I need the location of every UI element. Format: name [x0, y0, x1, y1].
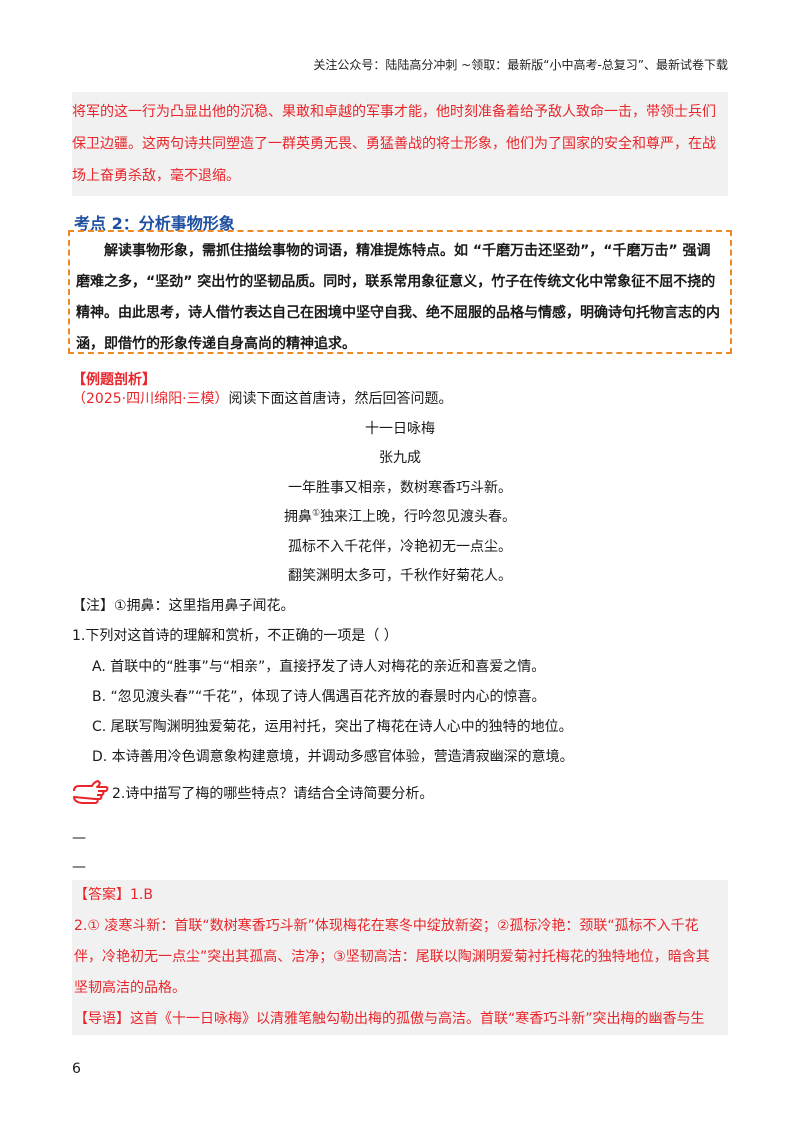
answer-blank: — [72, 859, 86, 875]
option-d: D. 本诗善用冷色调意象构建意境，并调动多感官体验，营造清寂幽深的意境。 [92, 749, 574, 765]
answer-line: 坚韧高洁的品格。 [74, 980, 186, 996]
guide-line: 【导语】这首《十一日咏梅》以清雅笔触勾勒出梅的孤傲与高洁。首联“寒香巧斗新”突出… [72, 1004, 728, 1035]
example-label: 【例题剖析】 [72, 372, 156, 388]
question-2: 2.诗中描写了梅的哪些特点？请结合全诗简要分析。 [72, 778, 433, 808]
example-source-line: （2025·四川绵阳·三模）阅读下面这首唐诗，然后回答问题。 [72, 388, 453, 408]
page-number: 6 [72, 1061, 81, 1077]
answer-blank: — [72, 830, 86, 846]
answer-label: 【答案】1.B [74, 887, 153, 903]
option-a: A. 首联中的“胜事”与“相亲”，直接抒发了诗人对梅花的亲近和喜爱之情。 [92, 659, 546, 675]
section-title: 考点 2：分析事物形象 [74, 214, 235, 233]
poem-author: 张九成 [379, 450, 421, 466]
intro-line: 场上奋勇杀敌，毫不退缩。 [72, 168, 240, 184]
poem-line: 翻笑渊明太多可，千秋作好菊花人。 [288, 568, 512, 584]
answer-line: 伴，冷艳初无一点尘”突出其孤高、洁净；③坚韧高洁：尾联以陶渊明爱菊衬托梅花的独特… [74, 949, 710, 965]
guide-label: 【导语】 [74, 1011, 130, 1027]
method-text: 解读事物形象，需抓住描绘事物的词语，精准提炼特点。如 “千磨万击还坚劲”，“千磨… [76, 243, 720, 352]
question-1-stem: 1.下列对这首诗的理解和赏析，不正确的一项是（ ） [72, 628, 398, 644]
poem-line: 一年胜事又相亲，数树寒香巧斗新。 [288, 480, 512, 496]
poem-line-part: 拥鼻 [283, 509, 312, 525]
method-box: 解读事物形象，需抓住描绘事物的词语，精准提炼特点。如 “千磨万击还坚劲”，“千磨… [68, 230, 732, 354]
question-2-stem: 2.诗中描写了梅的哪些特点？请结合全诗简要分析。 [112, 786, 434, 802]
guide-text: 这首《十一日咏梅》以清雅笔触勾勒出梅的孤傲与高洁。首联“寒香巧斗新”突出梅的幽香… [130, 1011, 705, 1027]
example-source: （2025·四川绵阳·三模） [72, 391, 229, 407]
answer-block: 【答案】1.B 2.① 凌寒斗新：首联“数树寒香巧斗新”体现梅花在寒冬中绽放新姿… [72, 880, 728, 1035]
poem-line: 拥鼻①独来江上晚，行吟忽见渡头春。 [0, 506, 800, 526]
example-instruction: 阅读下面这首唐诗，然后回答问题。 [228, 391, 453, 407]
answer-line: 2.① 凌寒斗新：首联“数树寒香巧斗新”体现梅花在寒冬中绽放新姿；②孤标冷艳：颈… [74, 918, 699, 934]
poem-line-part: 独来江上晚，行吟忽见渡头春。 [320, 509, 517, 525]
pointing-hand-icon [73, 780, 109, 804]
intro-line: 将军的这一行为凸显出他的沉稳、果敢和卓越的军事才能，他时刻准备着给予敌人致命一击… [72, 104, 716, 120]
page-header: 关注公众号：陆陆高分冲刺 ~领取：最新版“小中高考-总复习”、最新试卷下载 [313, 58, 728, 72]
intro-paragraph: 将军的这一行为凸显出他的沉稳、果敢和卓越的军事才能，他时刻准备着给予敌人致命一击… [72, 92, 728, 196]
intro-line: 保卫边疆。这两句诗共同塑造了一群英勇无畏、勇猛善战的将士形象，他们为了国家的安全… [72, 136, 716, 152]
poem-title: 十一日咏梅 [365, 421, 435, 437]
option-b: B. “忽见渡头春”“千花”，体现了诗人偶遇百花齐放的春景时内心的惊喜。 [92, 689, 546, 705]
poem-note: 【注】①拥鼻：这里指用鼻子闻花。 [72, 598, 295, 614]
footnote-marker: ① [311, 508, 321, 519]
poem-line: 孤标不入千花伴，冷艳初无一点尘。 [288, 539, 512, 555]
option-c: C. 尾联写陶渊明独爱菊花，运用衬托，突出了梅花在诗人心中的独特的地位。 [92, 719, 573, 735]
